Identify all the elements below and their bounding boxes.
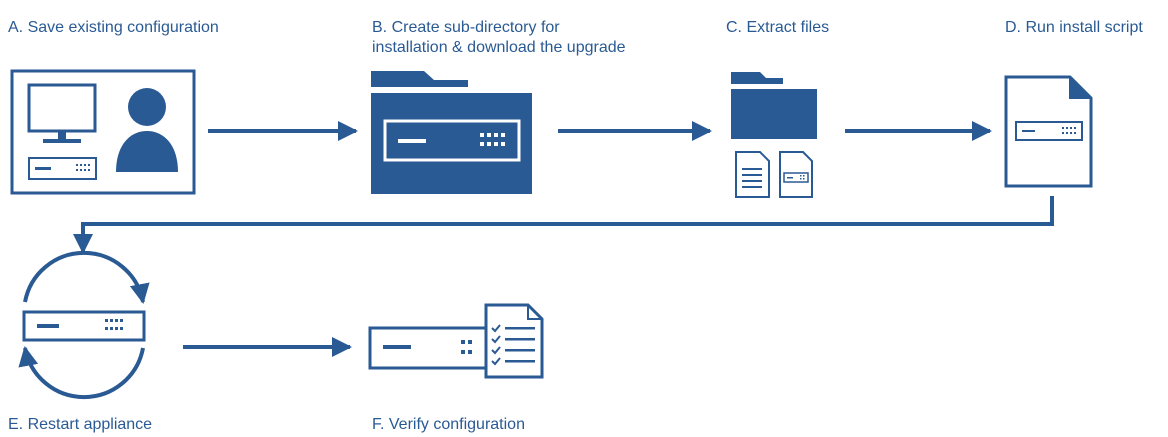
- appliance-icon: [22, 310, 146, 342]
- restart-arrow-icon: [18, 346, 145, 400]
- appliance-icon: [368, 326, 490, 370]
- step-a-label: A. Save existing configuration: [8, 19, 219, 36]
- checklist-icon: [484, 303, 544, 379]
- restart-arrow-icon: [23, 250, 150, 304]
- folder-icon: [731, 72, 817, 139]
- step-e-icon: [18, 250, 150, 400]
- appliance-icon: [383, 119, 521, 162]
- appliance-icon: [28, 157, 97, 180]
- step-b-icon: [371, 71, 532, 194]
- user-icon: [116, 88, 178, 172]
- step-a-icon: [10, 69, 196, 195]
- appliance-icon: [1015, 121, 1083, 141]
- arrow-d-to-e: [73, 196, 1054, 254]
- step-b-label-line2: installation & download the upgrade: [372, 39, 626, 56]
- step-b-label-line1: B. Create sub-directory for: [372, 19, 560, 36]
- step-d-icon: [1004, 75, 1093, 188]
- step-f-label: F. Verify configuration: [372, 416, 525, 433]
- document-icon: [735, 151, 770, 198]
- step-e-label: E. Restart appliance: [8, 416, 153, 433]
- step-c-label: C. Extract files: [726, 19, 830, 36]
- step-d-label: D. Run install script: [1005, 19, 1143, 36]
- step-c-icon: [731, 72, 817, 198]
- appliance-file-icon: [779, 151, 813, 198]
- monitor-icon: [27, 83, 97, 143]
- step-f-icon: [368, 303, 544, 379]
